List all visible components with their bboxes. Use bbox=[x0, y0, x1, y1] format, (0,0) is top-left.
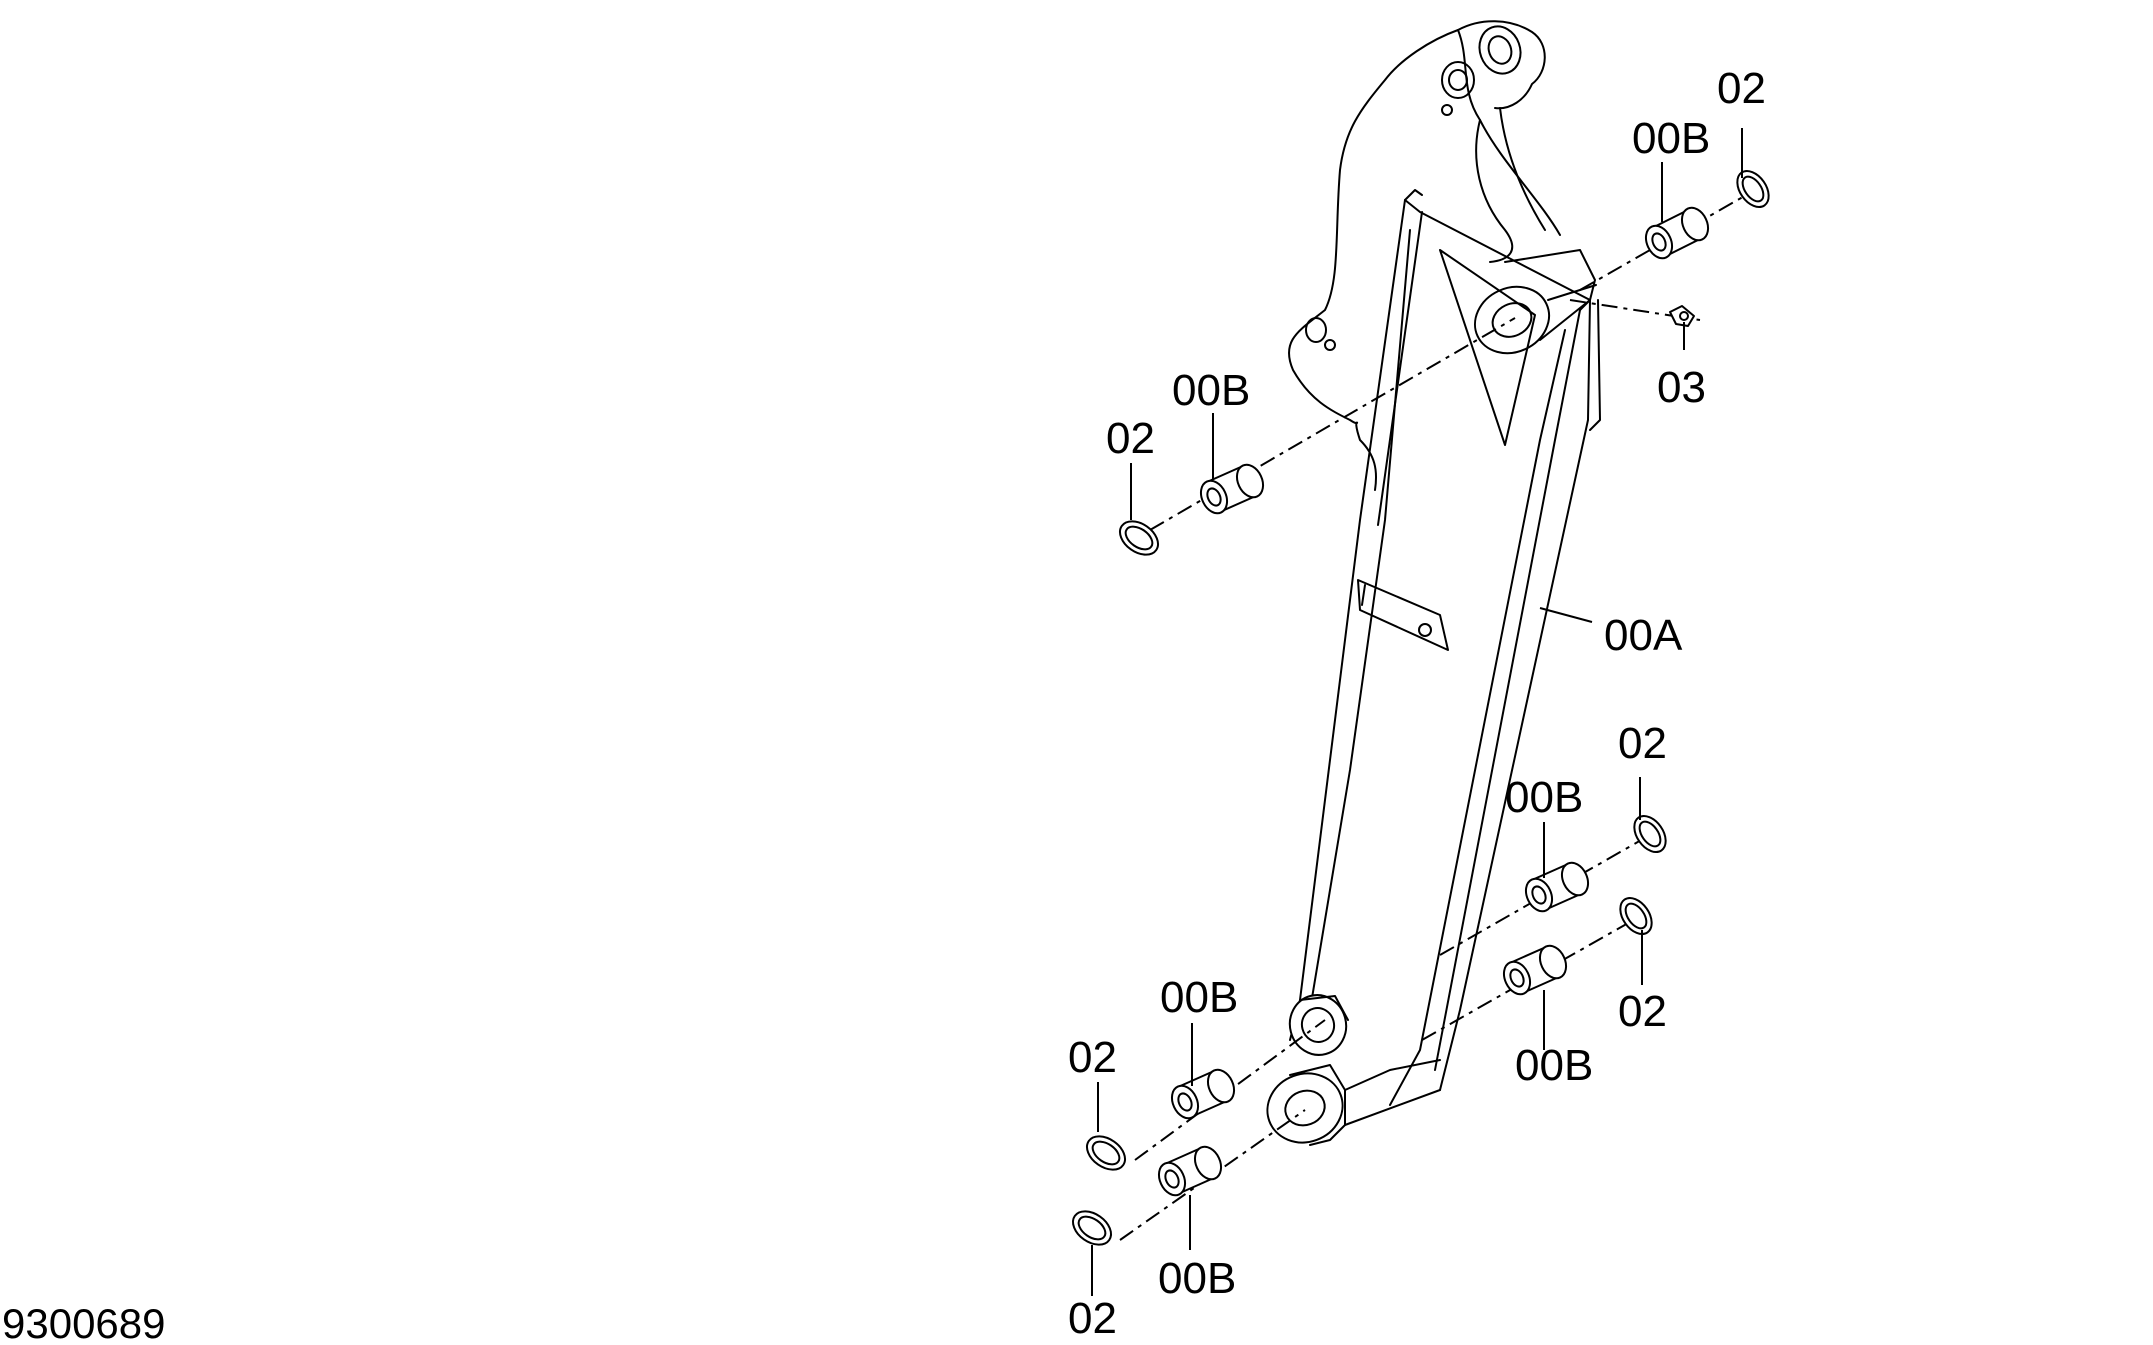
bushing-bottom-left-upper bbox=[1170, 1068, 1236, 1120]
arm-body bbox=[1266, 20, 1601, 1146]
callout-arm: 00A bbox=[1604, 611, 1683, 660]
callout-bushing: 00B bbox=[1505, 773, 1583, 822]
shim-mid-right-lower bbox=[1619, 896, 1653, 936]
bushing-top-right bbox=[1644, 206, 1710, 260]
callout-labels: 02 00B 03 00B 02 00A 02 00B 02 00B 00B 0… bbox=[1068, 64, 1766, 1343]
bushing-bottom-left-lower bbox=[1157, 1145, 1223, 1197]
callout-shim: 02 bbox=[1618, 719, 1667, 768]
bushing-top-left bbox=[1199, 463, 1265, 515]
callout-shim: 02 bbox=[1068, 1033, 1117, 1082]
callout-bushing: 00B bbox=[1158, 1254, 1236, 1303]
shim-top-right bbox=[1736, 169, 1770, 209]
callout-shim: 02 bbox=[1068, 1294, 1117, 1343]
bushing-mid-right-upper bbox=[1524, 861, 1590, 913]
callout-shim: 02 bbox=[1106, 414, 1155, 463]
callout-shim: 02 bbox=[1618, 987, 1667, 1036]
shim-bottom-left-lower bbox=[1072, 1210, 1112, 1246]
callout-bushing: 00B bbox=[1632, 114, 1710, 163]
callout-grease-fitting: 03 bbox=[1657, 363, 1706, 412]
shim-top-left bbox=[1119, 520, 1159, 556]
shim-bottom-left-upper bbox=[1086, 1135, 1126, 1171]
bushing-mid-right-lower bbox=[1502, 944, 1568, 996]
callout-bushing: 00B bbox=[1160, 973, 1238, 1022]
callout-bushing: 00B bbox=[1172, 366, 1250, 415]
document-number: 9300689 bbox=[2, 1300, 166, 1345]
grease-fitting bbox=[1669, 305, 1695, 327]
callout-bushing: 00B bbox=[1515, 1041, 1593, 1090]
shim-mid-right-upper bbox=[1633, 814, 1667, 854]
callout-shim: 02 bbox=[1717, 64, 1766, 113]
leader-lines bbox=[1091, 128, 1743, 1296]
